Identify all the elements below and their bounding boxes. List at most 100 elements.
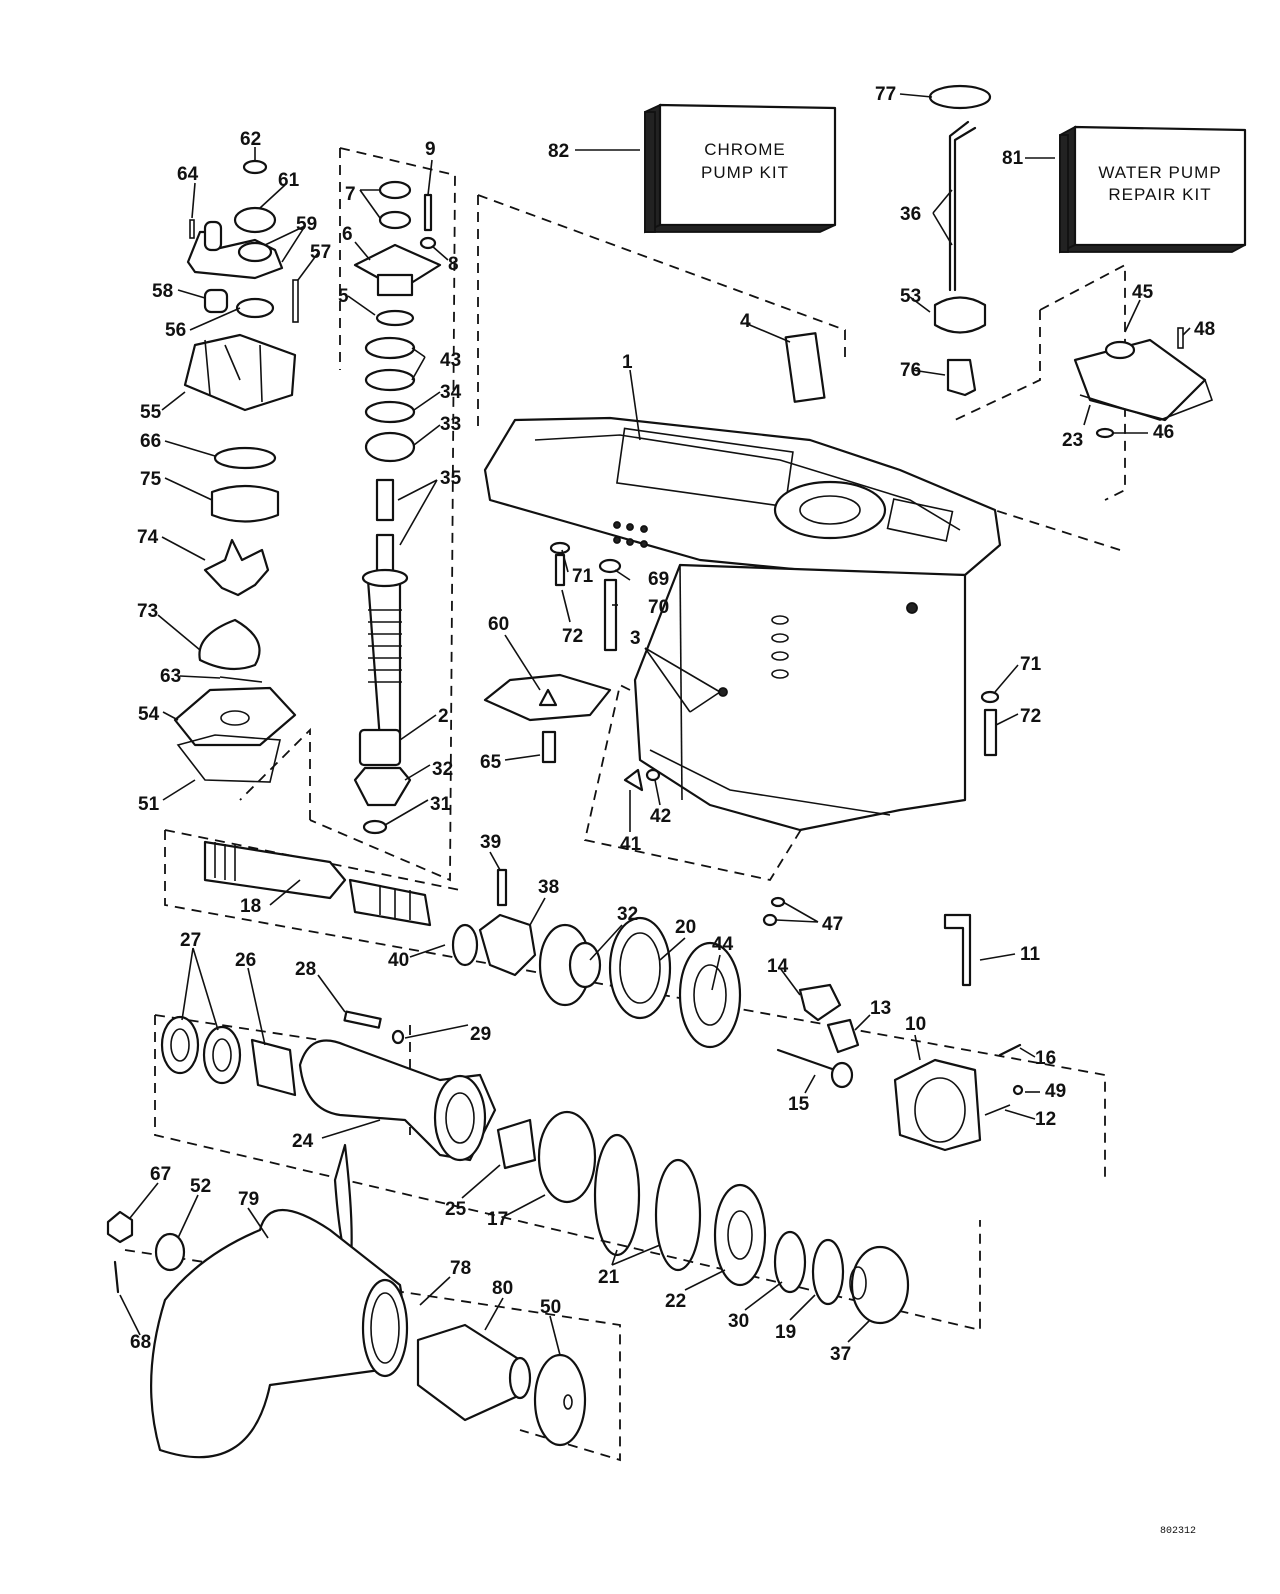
- plug-47b: [762, 913, 778, 927]
- washer-30: [773, 1230, 807, 1294]
- callout-71b: 71: [1020, 654, 1042, 675]
- callout-74: 74: [137, 527, 159, 548]
- callout-48: 48: [1194, 319, 1215, 340]
- shift-rod-parts: [784, 84, 992, 403]
- water-kit-label-line1: WATER PUMP: [1098, 163, 1221, 182]
- callout-37: 37: [830, 1344, 851, 1365]
- callout-30: 30: [728, 1311, 749, 1332]
- gearcase-housing: [483, 416, 1002, 832]
- impeller-74: [203, 538, 270, 597]
- callout-62: 62: [240, 129, 261, 150]
- washer-42: [645, 768, 661, 782]
- callout-76: 76: [900, 360, 921, 381]
- shift-rod-36: [953, 126, 977, 292]
- callout-14: 14: [767, 956, 789, 977]
- callout-35: 35: [440, 468, 462, 489]
- seal-ring-73: [198, 618, 261, 671]
- pin-39: [496, 868, 508, 907]
- callout-20: 20: [675, 917, 696, 938]
- ring-21b: [654, 1158, 702, 1272]
- callout-8: 8: [448, 254, 459, 275]
- callout-72b: 72: [1020, 706, 1041, 727]
- screw-72b: [983, 708, 998, 757]
- callout-43: 43: [440, 350, 461, 371]
- plug-47a: [770, 896, 786, 908]
- callout-labels: 62 61 64 59 57 58 56 55 66 75 74 73 63 5…: [130, 84, 1215, 1537]
- cotter-pin-68: [113, 1260, 120, 1294]
- callout-21: 21: [598, 1267, 620, 1288]
- callout-41: 41: [620, 834, 642, 855]
- callout-44: 44: [712, 934, 734, 955]
- callout-58: 58: [152, 281, 173, 302]
- shift-housing-10: [893, 1058, 982, 1152]
- callout-11: 11: [1020, 944, 1041, 965]
- callout-70: 70: [648, 597, 669, 618]
- nut-31: [362, 819, 388, 835]
- callout-7: 7: [345, 184, 356, 205]
- callout-49: 49: [1045, 1081, 1066, 1102]
- callout-69: 69: [648, 569, 669, 590]
- callout-56: 56: [165, 320, 186, 341]
- callout-60: 60: [488, 614, 509, 635]
- callout-13: 13: [870, 998, 891, 1019]
- washer-46: [1095, 427, 1115, 439]
- callout-36: 36: [900, 204, 921, 225]
- callout-6: 6: [342, 224, 353, 245]
- chrome-kit-label-line1: CHROME: [704, 140, 786, 159]
- shim-44: [678, 941, 742, 1049]
- callout-2: 2: [438, 706, 449, 727]
- callout-72a: 72: [562, 626, 583, 647]
- callout-40: 40: [388, 950, 409, 971]
- callout-73: 73: [137, 601, 158, 622]
- screw-65: [541, 730, 557, 764]
- screen-4: [784, 332, 826, 403]
- washer-71b: [980, 690, 1000, 704]
- callout-42: 42: [650, 806, 671, 827]
- pump-housing-55: [183, 333, 297, 412]
- bearing-2: [358, 728, 402, 767]
- seal-76: [946, 358, 977, 397]
- leader-lines: [119, 93, 1191, 1356]
- callout-4: 4: [740, 311, 751, 332]
- callout-51: 51: [138, 794, 160, 815]
- thrust-hub-80: [416, 1323, 522, 1422]
- shift-rod-15: [776, 1048, 837, 1072]
- detent-14: [798, 983, 842, 1022]
- shift-mechanism: [776, 913, 1024, 1152]
- callout-65: 65: [480, 752, 502, 773]
- callout-19: 19: [775, 1322, 796, 1343]
- chrome-pump-kit-box: CHROME PUMP KIT: [644, 103, 837, 234]
- callout-15: 15: [788, 1094, 810, 1115]
- spacer-52: [154, 1232, 186, 1272]
- mid-hardware: [483, 541, 1000, 927]
- propshaft-18: [203, 840, 347, 900]
- seal-56: [235, 297, 275, 319]
- seal-27b: [202, 1025, 242, 1085]
- callout-55: 55: [140, 402, 162, 423]
- callout-16: 16: [1035, 1048, 1056, 1069]
- pinion-32: [353, 766, 412, 807]
- cover-45: [1073, 338, 1207, 422]
- callout-80: 80: [492, 1278, 513, 1299]
- callout-68: 68: [130, 1332, 151, 1353]
- callout-45: 45: [1132, 282, 1154, 303]
- screw-3: [689, 691, 721, 713]
- screw-64: [189, 219, 195, 239]
- callout-26: 26: [235, 950, 256, 971]
- chrome-kit-label-line2: PUMP KIT: [701, 163, 789, 182]
- callout-29: 29: [470, 1024, 491, 1045]
- callout-32a: 32: [432, 759, 453, 780]
- gasket-23: [1079, 379, 1214, 421]
- callout-1: 1: [622, 352, 633, 373]
- drawing-code: 802312: [1160, 1526, 1196, 1537]
- gear-37: [850, 1245, 910, 1325]
- propeller-row: [106, 1143, 587, 1459]
- bearing-19: [811, 1238, 845, 1306]
- callout-79: 79: [238, 1189, 259, 1210]
- propshaft-row: [203, 840, 742, 1049]
- pump-stack: [173, 159, 299, 783]
- callout-24: 24: [292, 1131, 314, 1152]
- callout-75: 75: [140, 469, 162, 490]
- callout-34: 34: [440, 382, 462, 403]
